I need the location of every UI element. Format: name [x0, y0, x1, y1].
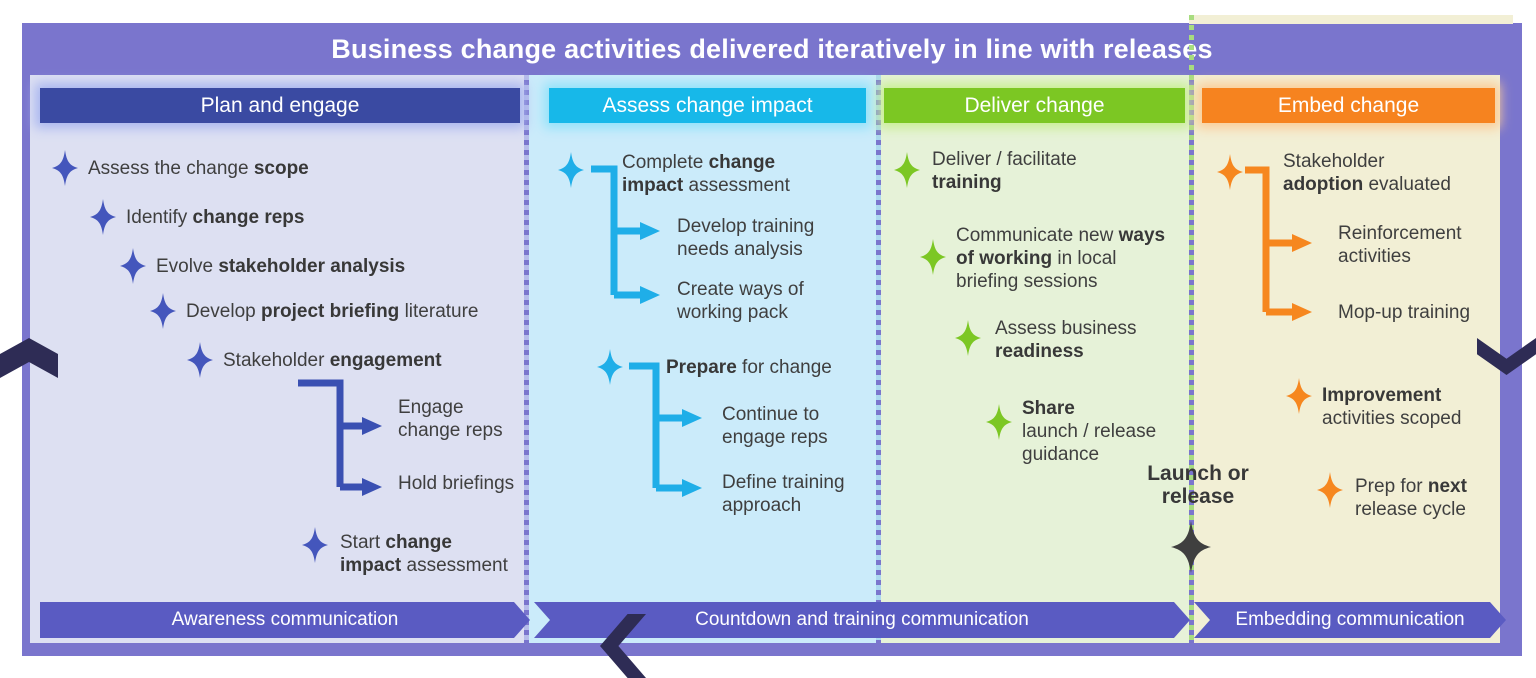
milestone-star-icon — [1171, 521, 1211, 573]
sparkle-icon — [187, 342, 213, 378]
column-divider — [1189, 15, 1194, 643]
sparkle-icon — [986, 404, 1012, 440]
activity-item: Assess the change scope — [88, 158, 309, 179]
sparkle-icon — [894, 152, 920, 188]
activity-item: Stakeholder engagement — [223, 350, 442, 371]
activity-item: Prepare for change — [666, 357, 832, 378]
page-title: Business change activities delivered ite… — [331, 33, 1213, 64]
activity-subitem: Hold briefings — [398, 473, 515, 494]
column-divider — [876, 75, 881, 643]
sparkle-icon — [52, 150, 78, 186]
sparkle-icon — [90, 199, 116, 235]
title-bar: Business change activities delivered ite… — [22, 23, 1522, 75]
sparkle-icon — [1217, 154, 1243, 190]
sparkle-icon — [302, 527, 328, 563]
sparkle-icon — [1286, 378, 1312, 414]
phase-header-assess-change-impact: Assess change impact — [549, 88, 866, 123]
branch-connector — [591, 165, 660, 304]
activity-item: Identify change reps — [126, 207, 305, 228]
sparkle-icon — [120, 248, 146, 284]
branch-connector — [629, 362, 702, 497]
sparkle-icon — [558, 152, 584, 188]
sparkle-icon — [955, 320, 981, 356]
phase-header-deliver-change: Deliver change — [884, 88, 1185, 123]
branch-connector — [298, 379, 382, 496]
activity-item: Develop project briefing literature — [186, 301, 479, 322]
communication-banner-countdown: Countdown and training communication — [534, 602, 1190, 638]
activity-item: Evolve stakeholder analysis — [156, 256, 406, 277]
activity-subitem: Mop-up training — [1338, 302, 1471, 323]
column-divider — [524, 75, 529, 643]
sparkle-icon — [1317, 472, 1343, 508]
embed-change-column-top-strip — [1189, 15, 1513, 24]
sparkle-icon — [920, 239, 946, 275]
phase-header-embed-change: Embed change — [1202, 88, 1495, 123]
communication-banner-awareness: Awareness communication — [40, 602, 530, 638]
phase-header-plan-and-engage: Plan and engage — [40, 88, 520, 123]
column-plan-and-engage — [30, 75, 524, 643]
communication-banner-embedding: Embedding communication — [1194, 602, 1506, 638]
column-deliver-change — [881, 75, 1189, 643]
sparkle-icon — [150, 293, 176, 329]
sparkle-icon — [597, 349, 623, 385]
branch-connector — [1245, 166, 1312, 321]
column-assess-change-impact — [529, 75, 876, 643]
